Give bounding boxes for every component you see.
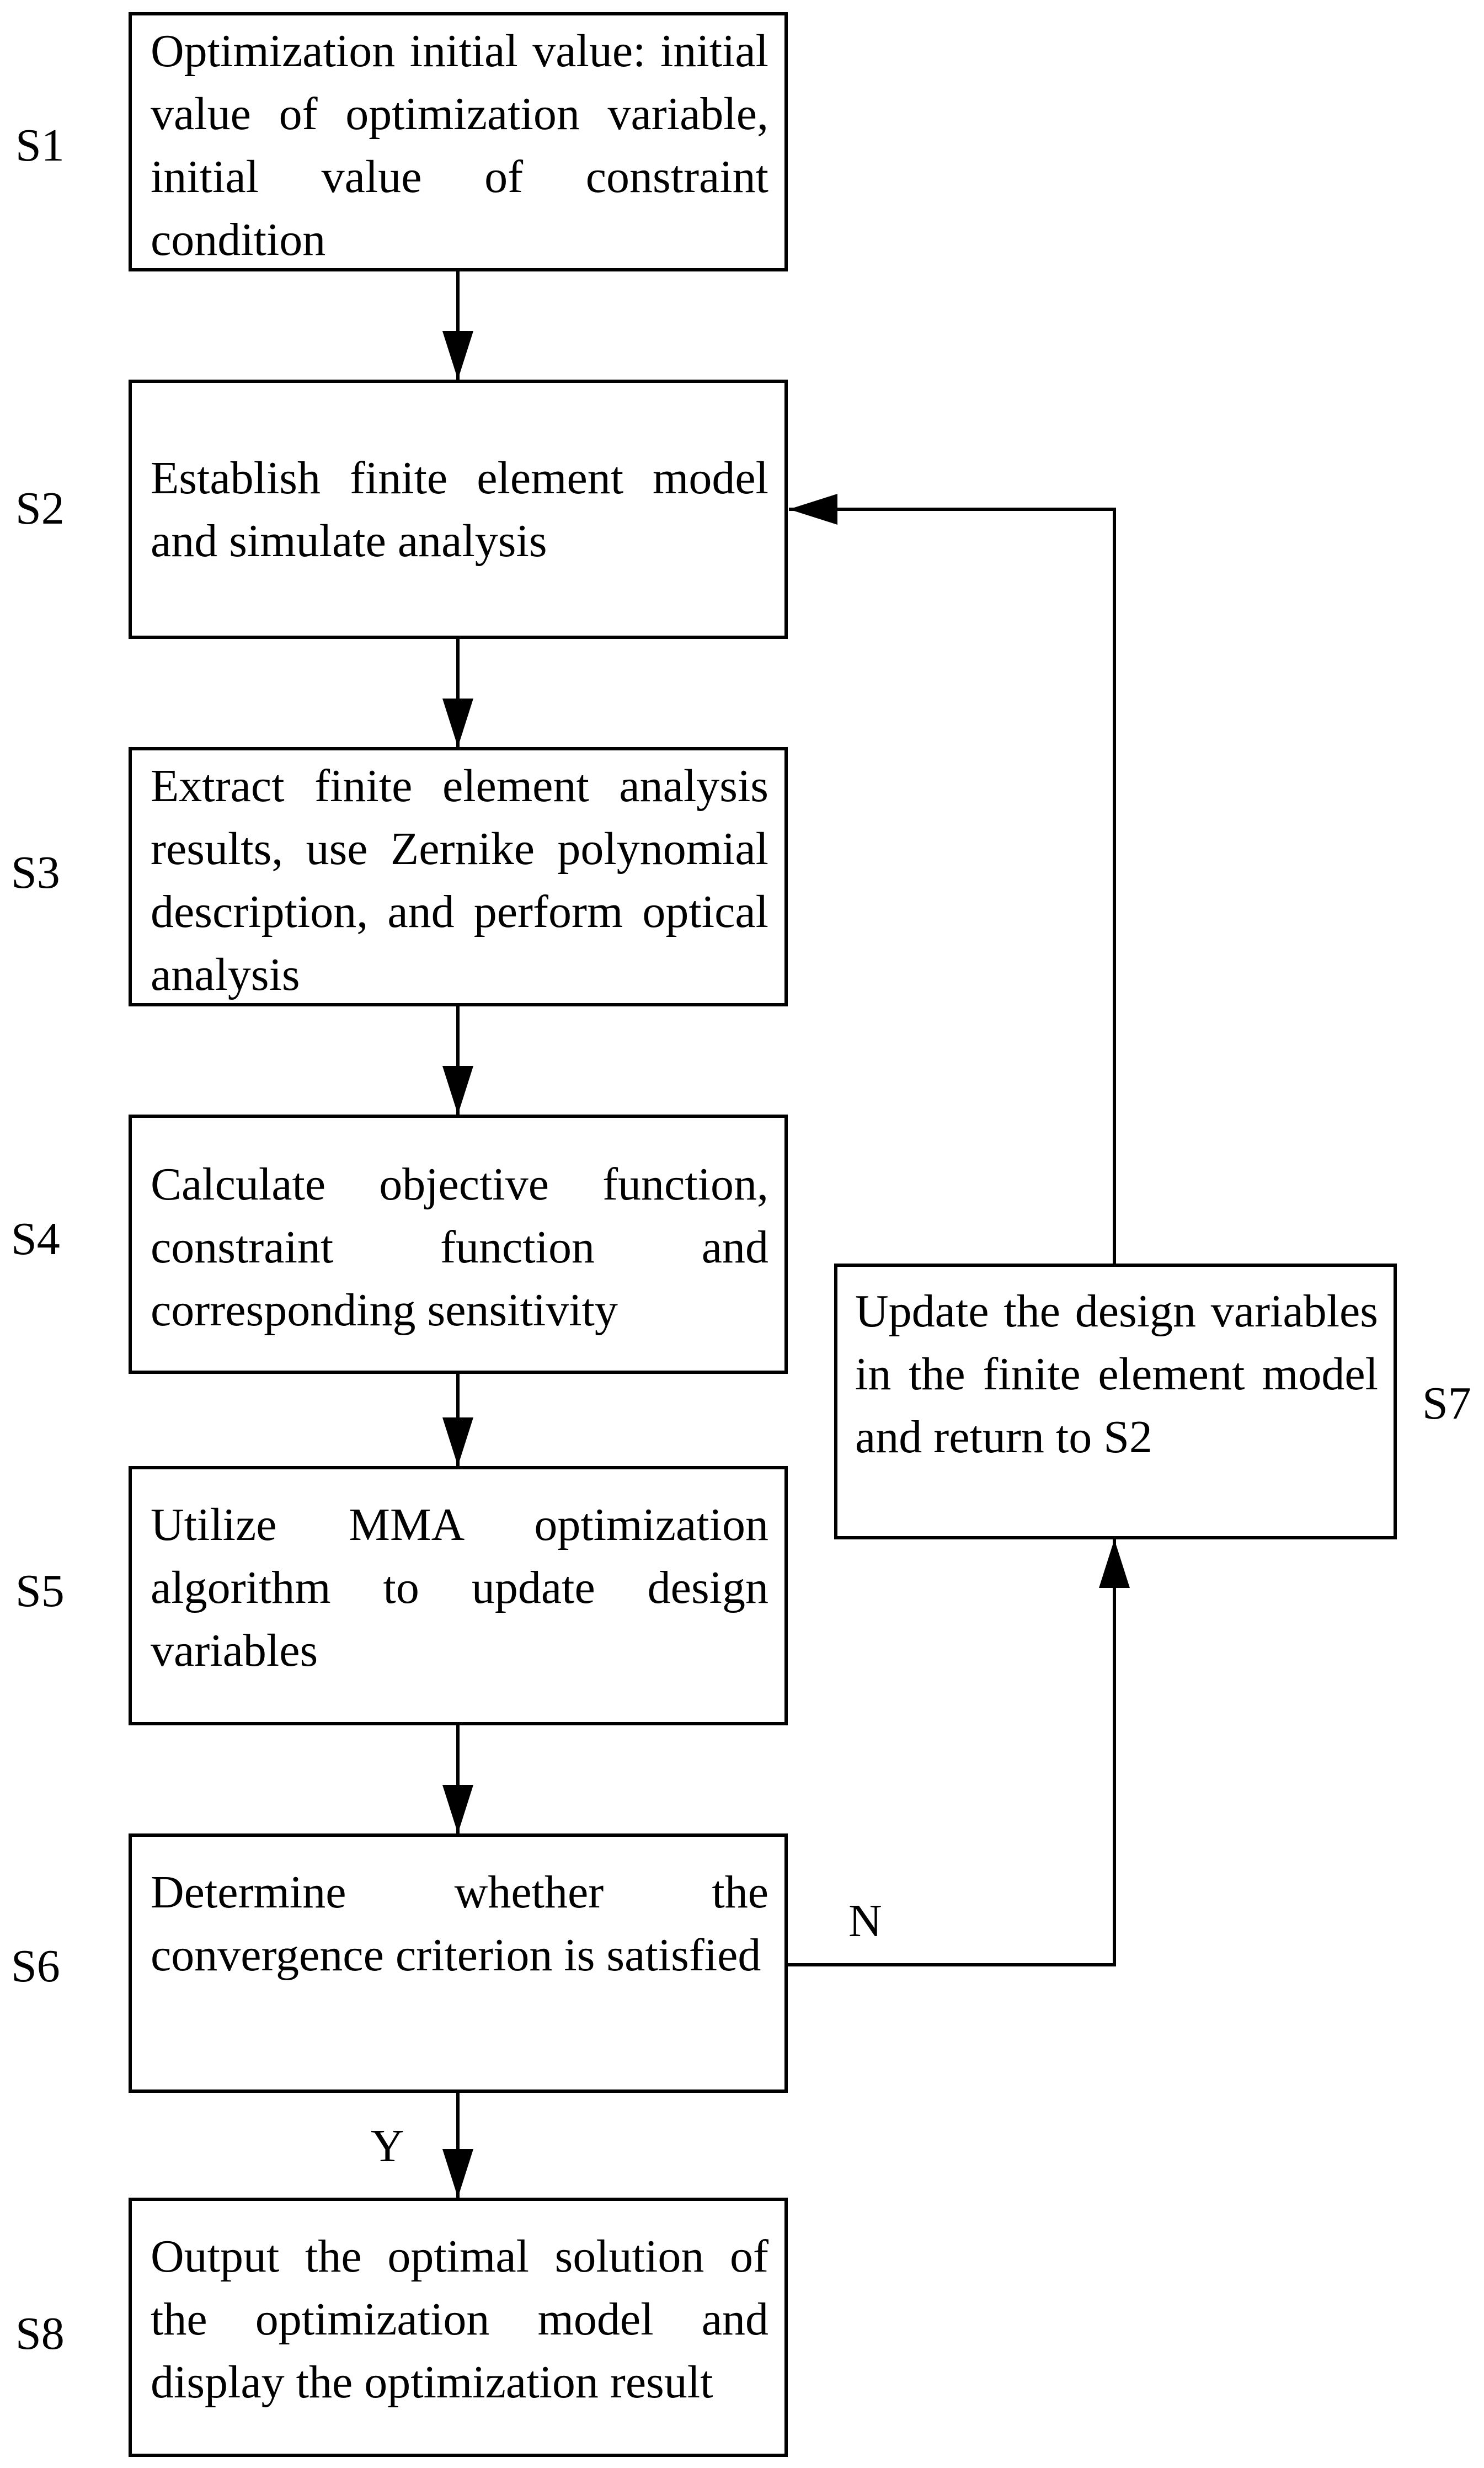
branch-label-no: N	[848, 1895, 882, 1947]
step-box-s1: Optimization initial value: initial valu…	[129, 12, 788, 271]
step-box-s4: Calculate objective function, constraint…	[129, 1115, 788, 1374]
arrowhead-s4-to-s5	[442, 1417, 473, 1466]
step-label-s6: S6	[11, 1941, 60, 1992]
step-box-s8: Output the optimal solution of the optim…	[129, 2198, 788, 2457]
step-label-s5: S5	[15, 1565, 65, 1617]
step-text-s2: Establish finite element model and simul…	[151, 452, 768, 567]
step-label-s2: S2	[15, 483, 65, 534]
step-text-s3: Extract finite element analysis results,…	[151, 760, 768, 1000]
step-box-s6: Determine whether the convergence criter…	[129, 1833, 788, 2093]
arrowhead-s6-to-s7	[1099, 1539, 1130, 1588]
step-box-s3: Extract finite element analysis results,…	[129, 747, 788, 1006]
step-box-s2: Establish finite element model and simul…	[129, 380, 788, 639]
step-label-s7: S7	[1422, 1378, 1471, 1429]
step-text-s1: Optimization initial value: initial valu…	[151, 25, 768, 265]
arrow-s7-to-s2	[789, 508, 1116, 1264]
step-text-s5: Utilize MMA optimization algorithm to up…	[151, 1499, 768, 1676]
step-box-s7: Update the design variables in the finit…	[834, 1264, 1397, 1539]
branch-label-yes: Y	[371, 2120, 404, 2172]
arrowhead-s7-to-s2	[789, 494, 837, 525]
step-label-s3: S3	[11, 847, 60, 898]
arrowhead-s6-to-s8	[442, 2149, 473, 2198]
step-label-s1: S1	[15, 120, 65, 171]
step-box-s5: Utilize MMA optimization algorithm to up…	[129, 1466, 788, 1725]
arrowhead-s3-to-s4	[442, 1066, 473, 1115]
step-label-s4: S4	[11, 1213, 60, 1265]
step-text-s4: Calculate objective function, constraint…	[151, 1159, 768, 1336]
arrowhead-s1-to-s2	[442, 331, 473, 380]
step-label-s8: S8	[15, 2308, 65, 2359]
step-text-s7: Update the design variables in the finit…	[855, 1286, 1378, 1463]
step-text-s6: Determine whether the convergence criter…	[151, 1867, 768, 1981]
arrowhead-s2-to-s3	[442, 699, 473, 747]
arrow-s6-to-s7	[788, 1539, 1116, 1966]
step-text-s8: Output the optimal solution of the optim…	[151, 2231, 768, 2408]
arrowhead-s5-to-s6	[442, 1785, 473, 1833]
